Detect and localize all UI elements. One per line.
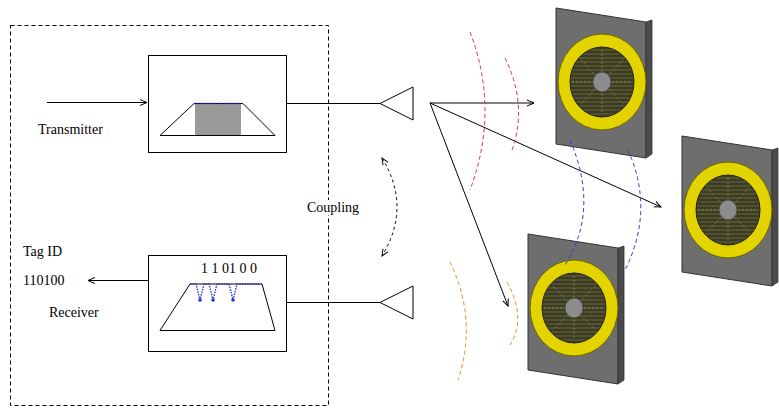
transmitter-box: Transmitter — [148, 55, 287, 153]
bit-sequence: 1 1 01 0 0 — [201, 261, 257, 276]
block-label: Receiver — [49, 305, 99, 320]
tag-id-label: Tag ID — [23, 244, 62, 259]
id-value: 110100 — [23, 273, 64, 288]
receiver-box: 1 1 01 0 0Receiver — [148, 255, 287, 352]
block-label: Transmitter — [38, 122, 103, 137]
coupling-label: Coupling — [305, 200, 361, 215]
